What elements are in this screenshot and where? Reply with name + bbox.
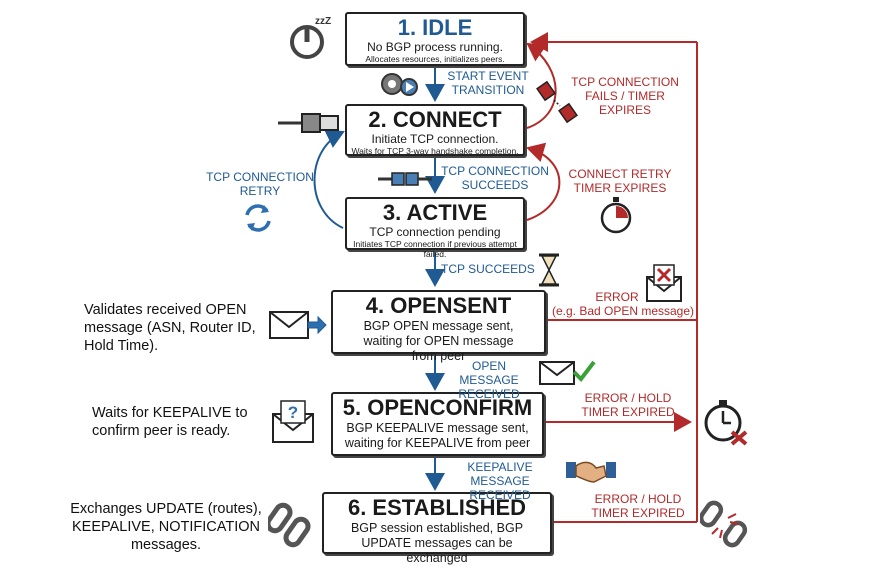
state-opensent: 4. OPENSENT BGP OPEN message sent, waiti… — [331, 290, 546, 363]
gear-play-icon — [381, 73, 418, 96]
label-open-received: OPEN MESSAGE RECEIVED — [458, 359, 520, 401]
label-established-error: ERROR / HOLD TIMER EXPIRED — [591, 492, 685, 520]
state-title: 6. ESTABLISHED — [347, 495, 527, 520]
state-desc: Initiate TCP connection. — [371, 132, 499, 146]
state-title: 1. IDLE — [397, 15, 473, 40]
envelope-arrow-icon — [269, 311, 327, 339]
arrow-connect-retry-timer — [526, 142, 561, 221]
note-openconfirm: Waits for KEEPALIVE to confirm peer is r… — [92, 405, 248, 439]
state-note: Initiates TCP connection if previous att… — [353, 239, 517, 259]
label-tcp-succeeds: TCP CONNECTION SUCCEEDS — [441, 164, 549, 192]
timer-x-icon — [704, 400, 748, 446]
envelope-question-icon: ? — [272, 400, 314, 443]
envelope-error-icon — [646, 264, 682, 302]
arrow-connect-fail — [526, 42, 557, 129]
state-desc: BGP OPEN message sent, waiting for OPEN … — [363, 319, 514, 363]
stopwatch-icon — [600, 197, 632, 234]
label-keepalive-received: KEEPALIVE MESSAGE RECEIVED — [467, 460, 533, 502]
state-connect: 2. CONNECT Initiate TCP connection. Wait… — [345, 104, 525, 156]
label-connection-fails: TCP CONNECTION FAILS / TIMER EXPIRES — [571, 75, 679, 117]
handshake-icon — [566, 461, 616, 483]
envelope-check-icon — [539, 360, 596, 385]
state-title: 5. OPENCONFIRM — [342, 395, 533, 420]
power-sleep-icon: zzZ — [290, 16, 331, 59]
state-idle: 1. IDLE No BGP process running. Allocate… — [345, 12, 525, 66]
state-title: 4. OPENSENT — [365, 293, 512, 318]
hourglass-icon — [539, 253, 559, 287]
state-note: Waits for TCP 3-way handshake completion… — [351, 146, 519, 156]
label-tcp-succeeds-2: TCP SUCCEEDS — [441, 262, 535, 276]
svg-text:zzZ: zzZ — [315, 16, 331, 27]
state-desc: No BGP process running. — [367, 40, 503, 54]
ethernet-cable-icon — [278, 113, 339, 133]
state-established: 6. ESTABLISHED BGP session established, … — [322, 492, 552, 565]
note-established: Exchanges UPDATE (routes), KEEPALIVE, NO… — [70, 501, 262, 553]
svg-text:?: ? — [288, 403, 298, 422]
label-connection-retry: TCP CONNECTION RETRY — [206, 170, 314, 198]
label-start-event: START EVENT TRANSITION — [447, 69, 529, 97]
state-title: 3. ACTIVE — [382, 200, 488, 225]
broken-chain-icon — [700, 500, 748, 548]
state-desc: TCP connection pending — [369, 225, 501, 239]
state-title: 2. CONNECT — [368, 107, 502, 132]
state-openconfirm: 5. OPENCONFIRM BGP KEEPALIVE message sen… — [331, 392, 544, 456]
state-desc: BGP KEEPALIVE message sent, waiting for … — [344, 421, 531, 450]
label-connect-retry-timer: CONNECT RETRY TIMER EXPIRES — [568, 167, 672, 195]
cable-connect-icon — [378, 172, 432, 186]
state-desc: BGP session established, BGP UPDATE mess… — [350, 521, 524, 565]
sync-arrows-icon — [245, 204, 271, 232]
state-active: 3. ACTIVE TCP connection pending Initiat… — [345, 197, 525, 259]
label-openconfirm-error: ERROR / HOLD TIMER EXPIRED — [581, 391, 675, 419]
label-opensent-error-note: (e.g. Bad OPEN message) — [551, 304, 695, 318]
label-opensent-error: ERROR — [595, 290, 639, 304]
chain-link-icon — [268, 502, 311, 548]
arrow-active-retry — [313, 129, 345, 229]
note-opensent: Validates received OPEN message (ASN, Ro… — [84, 302, 256, 354]
state-note: Allocates resources, initializes peers. — [365, 54, 505, 64]
broken-plug-icon — [536, 80, 578, 124]
